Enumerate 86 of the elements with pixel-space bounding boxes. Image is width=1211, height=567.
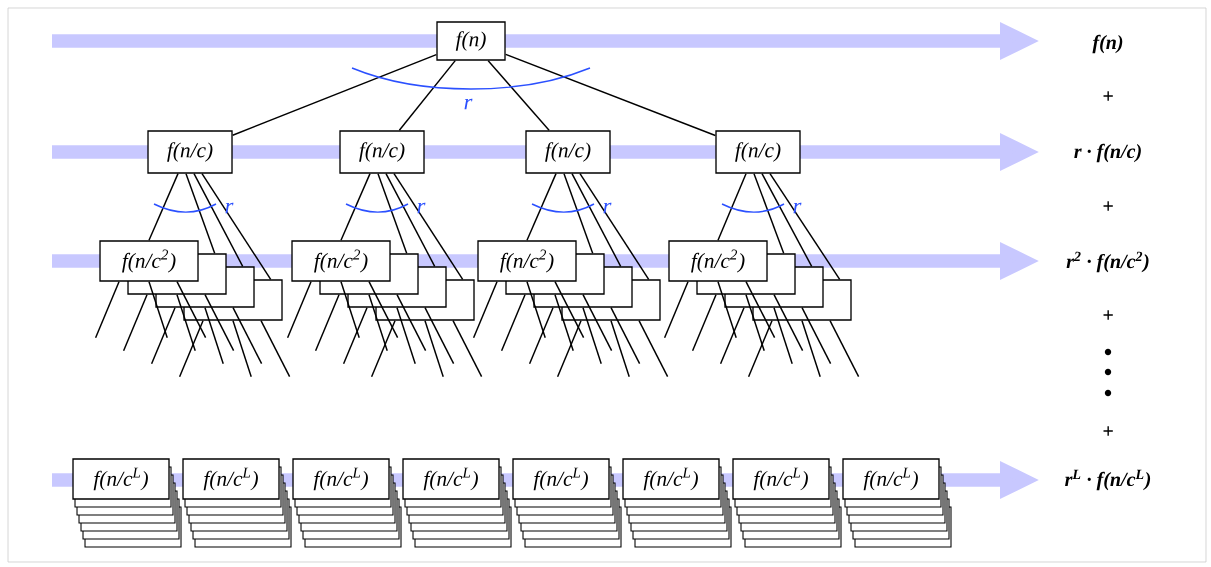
branch-line xyxy=(178,319,204,378)
branch-line xyxy=(385,172,436,268)
branch-line xyxy=(500,293,526,352)
branch-line xyxy=(370,319,396,378)
branch-line xyxy=(769,172,841,281)
branch-line xyxy=(150,306,176,365)
term-box: f(n/c$^{L}$) xyxy=(292,458,390,500)
sum-term: + xyxy=(1103,201,1113,211)
branch-line xyxy=(232,319,252,378)
branch-line xyxy=(260,319,291,378)
branch-line xyxy=(148,172,179,242)
sum-term: + xyxy=(1103,426,1113,436)
branch-line xyxy=(193,172,244,268)
branch-line xyxy=(377,172,408,255)
branch-line xyxy=(340,172,371,242)
branch-line xyxy=(582,306,602,365)
term-box: f(n/c$^{L}$) xyxy=(622,458,720,500)
branch-line xyxy=(148,280,168,339)
branch-line xyxy=(286,280,312,339)
branch-line xyxy=(747,319,773,378)
branch-line xyxy=(526,280,546,339)
term-box: f(n/c) xyxy=(715,130,801,174)
branch-line xyxy=(424,319,444,378)
sum-term: r$^{L}$ · f(n/c$^{L}$) xyxy=(1065,469,1151,491)
sum-term: r$^{2}$ · f(n/c$^{2}$) xyxy=(1066,251,1149,273)
branch-line xyxy=(773,306,793,365)
branch-line xyxy=(556,319,582,378)
term-box: f(n/c$^{L}$) xyxy=(512,458,610,500)
term-box: f(n/c$^{2}$) xyxy=(477,240,577,282)
term-box: f(n/c$^{L}$) xyxy=(842,458,940,500)
sum-term: + xyxy=(1103,310,1113,320)
branch-line xyxy=(638,319,669,378)
sum-term: + xyxy=(1103,91,1113,101)
branch-line xyxy=(340,280,360,339)
branch-line xyxy=(201,172,272,281)
term-box: f(n/c$^{L}$) xyxy=(72,458,170,500)
term-box: f(n/c$^{2}$) xyxy=(291,240,391,282)
branch-line xyxy=(663,280,689,339)
branch-line xyxy=(801,306,832,365)
branch-line xyxy=(753,172,785,255)
arc-label: r xyxy=(225,202,234,214)
sum-term: f(n) xyxy=(1092,34,1123,54)
branch-line xyxy=(204,306,224,365)
branch-line xyxy=(424,306,455,365)
branch-line xyxy=(398,59,456,132)
branch-line xyxy=(452,319,483,378)
branch-line xyxy=(232,306,263,365)
branch-line xyxy=(571,172,622,268)
branch-line xyxy=(487,59,550,132)
term-box: f(n/c) xyxy=(525,130,611,174)
branch-line xyxy=(717,280,737,339)
branch-line xyxy=(396,306,416,365)
branch-line xyxy=(610,319,630,378)
branch-line xyxy=(122,293,148,352)
branch-line xyxy=(719,306,745,365)
term-box: f(n/c$^{L}$) xyxy=(732,458,830,500)
arc-label: r xyxy=(603,202,612,214)
term-box: f(n/c$^{L}$) xyxy=(182,458,280,500)
branch-line xyxy=(528,306,554,365)
branch-line xyxy=(94,280,120,339)
branch-line xyxy=(610,306,641,365)
branch-line xyxy=(393,172,464,281)
branch-line xyxy=(829,319,860,378)
branch-line xyxy=(801,319,821,378)
arc-label: r xyxy=(417,202,426,214)
branch-line xyxy=(691,293,717,352)
branch-line xyxy=(526,172,557,242)
term-box: f(n) xyxy=(436,21,506,61)
arc-label: r xyxy=(793,202,802,214)
branch-line xyxy=(504,53,717,137)
branch-line xyxy=(314,293,340,352)
branch-line xyxy=(761,172,813,268)
branch-line xyxy=(342,306,368,365)
term-box: f(n/c$^{2}$) xyxy=(668,240,768,282)
branch-line xyxy=(231,53,438,136)
branch-line xyxy=(185,172,216,255)
term-box: f(n/c) xyxy=(339,130,425,174)
term-box: f(n/c$^{2}$) xyxy=(99,240,199,282)
arc-label: r xyxy=(464,98,473,110)
term-box: f(n/c) xyxy=(147,130,233,174)
term-box: f(n/c$^{L}$) xyxy=(402,458,500,500)
branch-line xyxy=(563,172,594,255)
sum-term: r · f(n/c) xyxy=(1074,143,1141,163)
branch-line xyxy=(717,172,747,242)
branch-line xyxy=(472,280,498,339)
branch-line xyxy=(579,172,650,281)
